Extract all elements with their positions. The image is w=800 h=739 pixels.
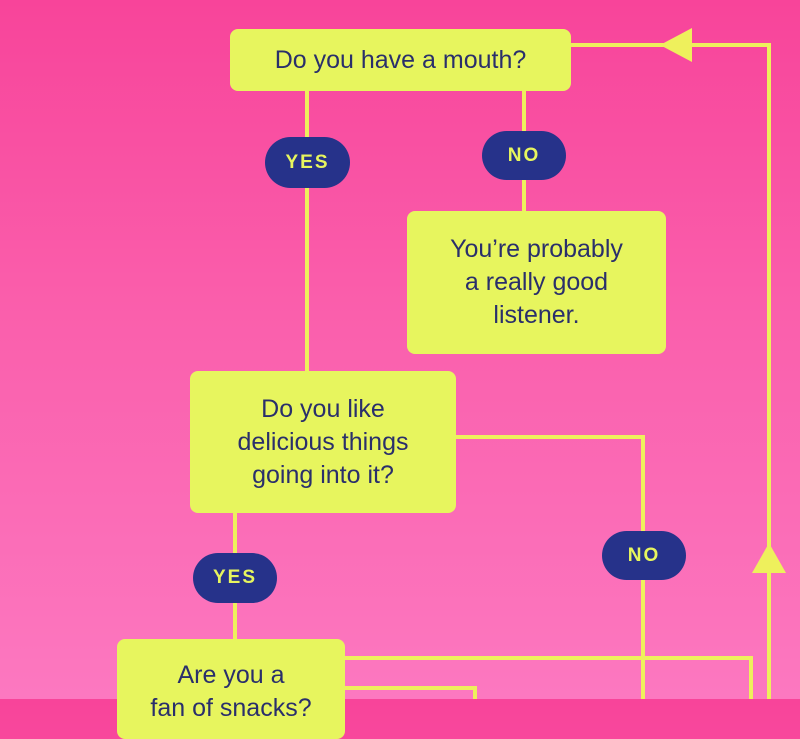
yes-label-mouth: YES (265, 137, 350, 188)
connector-delicious-no (456, 435, 645, 699)
connector-fan-branch-b (345, 686, 477, 699)
connector-fan-branch-a (345, 656, 753, 699)
answer-listener-box: You’re probably a really good listener. (407, 211, 666, 354)
question-delicious-box: Do you like delicious things going into … (190, 371, 456, 513)
no-label-delicious: NO (602, 531, 686, 580)
connector-loop-return (571, 43, 771, 699)
triangle-left-icon (660, 28, 692, 62)
flowchart-connectors (233, 28, 786, 699)
no-label-mouth: NO (482, 131, 566, 180)
yes-label-delicious: YES (193, 553, 277, 603)
triangle-up-icon (752, 543, 786, 573)
question-fan-box: Are you a fan of snacks? (117, 639, 345, 739)
question-mouth-box: Do you have a mouth? (230, 29, 571, 91)
